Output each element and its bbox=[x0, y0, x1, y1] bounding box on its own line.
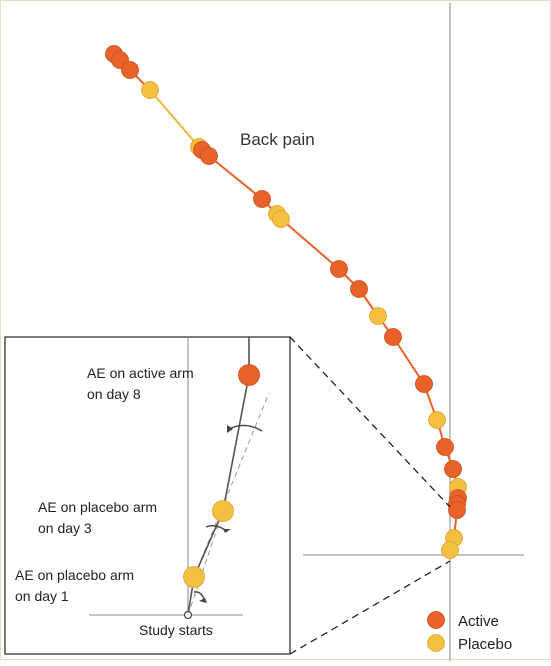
trajectory-segment bbox=[208, 155, 263, 200]
annotation-placebo-day-1-line1: AE on placebo arm bbox=[15, 567, 134, 583]
trajectory-point-active bbox=[444, 460, 462, 478]
annotation-active-day-8-line1: AE on active arm bbox=[87, 365, 194, 381]
rotation-arrowhead-icon-1 bbox=[199, 598, 207, 603]
trajectory-points bbox=[105, 45, 467, 559]
back-pain-label: Back pain bbox=[240, 130, 315, 149]
trajectory-point-active bbox=[415, 375, 433, 393]
zoom-connector-bottom bbox=[289, 560, 451, 655]
inset-point-active-day-8 bbox=[238, 364, 260, 386]
trajectory-segment bbox=[280, 218, 340, 270]
annotation-placebo-day-3-line1: AE on placebo arm bbox=[38, 499, 157, 515]
trajectory-point-active bbox=[384, 328, 402, 346]
trajectory-point-active bbox=[448, 501, 466, 519]
inset-direction-dashed-1 bbox=[187, 510, 224, 616]
trajectory-segment bbox=[149, 89, 200, 148]
trajectory-point-placebo bbox=[272, 210, 290, 228]
legend-active-label: Active bbox=[458, 613, 499, 630]
trajectory-point-active bbox=[350, 280, 368, 298]
trajectory-segment bbox=[392, 336, 425, 385]
study-starts-label: Study starts bbox=[139, 622, 213, 638]
trajectory-point-active bbox=[330, 260, 348, 278]
inset-point-placebo-day-1 bbox=[183, 566, 205, 588]
annotation-placebo-day-1-line2: on day 1 bbox=[15, 588, 69, 604]
legend: Active Placebo bbox=[427, 611, 512, 653]
legend-active-marker bbox=[427, 611, 445, 629]
zoom-connector-top bbox=[289, 336, 451, 508]
trajectory-point-placebo bbox=[441, 541, 459, 559]
inset-direction-dashed-2 bbox=[193, 392, 270, 578]
legend-placebo-label: Placebo bbox=[458, 636, 512, 653]
legend-placebo-marker bbox=[427, 634, 445, 652]
inset-zoom-panel: AE on active arm on day 8 AE on placebo … bbox=[4, 336, 291, 655]
rotation-arrowhead-icon-3 bbox=[227, 425, 233, 433]
annotation-active-day-8-line2: on day 8 bbox=[87, 386, 141, 402]
inset-border bbox=[4, 336, 291, 655]
trajectory-point-active bbox=[253, 190, 271, 208]
trajectory-point-placebo bbox=[369, 307, 387, 325]
rotation-arrow-icon-1 bbox=[193, 591, 205, 600]
trajectory-point-active bbox=[436, 438, 454, 456]
annotation-placebo-day-3-line2: on day 3 bbox=[38, 520, 92, 536]
inset-point-placebo-day-3 bbox=[212, 500, 234, 522]
trajectory-point-placebo bbox=[141, 81, 159, 99]
trajectory-point-active bbox=[200, 147, 218, 165]
study-start-origin-marker bbox=[183, 610, 193, 620]
rotation-arrowhead-icon-2 bbox=[223, 529, 231, 533]
trajectory-point-placebo bbox=[428, 411, 446, 429]
trajectory-point-active bbox=[121, 61, 139, 79]
rotation-arrow-icon-3 bbox=[228, 424, 263, 432]
